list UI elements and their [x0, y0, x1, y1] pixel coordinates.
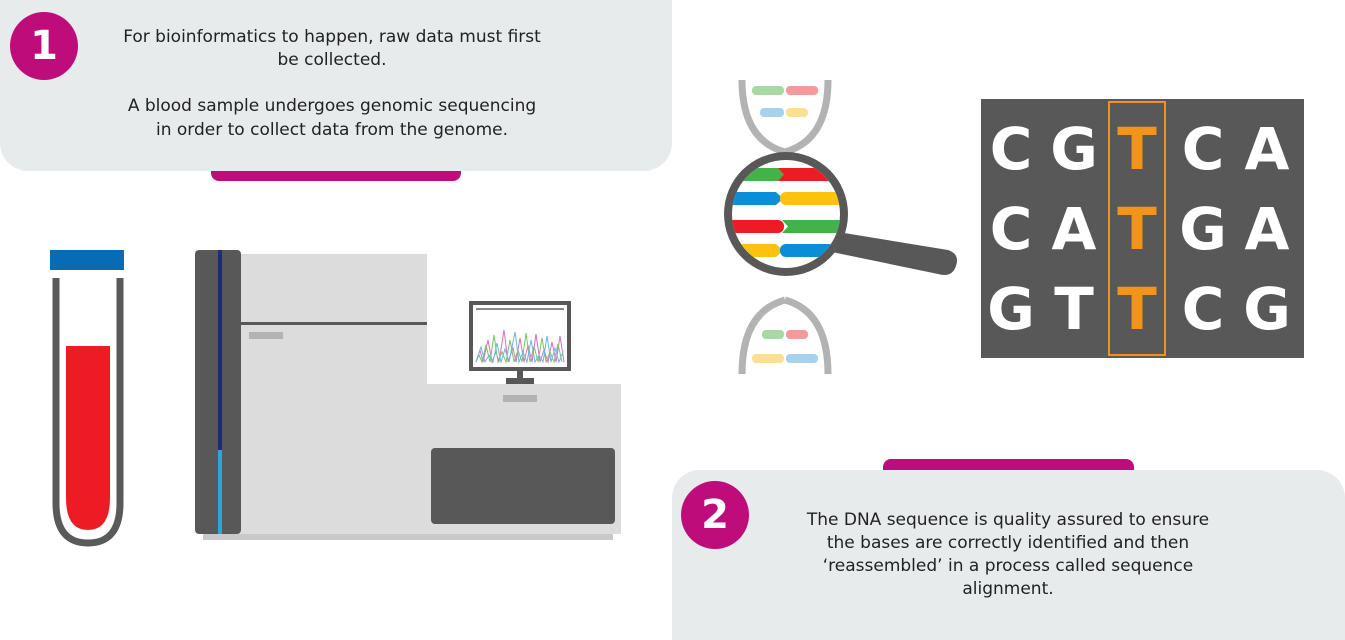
dna-helix-icon — [738, 79, 832, 375]
step2-accent-bar — [883, 459, 1134, 470]
sequence-row-1: C G T C A — [981, 109, 1304, 189]
step1-line2: be collected. — [277, 50, 387, 70]
base-highlighted: T — [1117, 275, 1157, 343]
step1-line3: A blood sample undergoes genomic sequenc… — [127, 96, 537, 116]
base: A — [1051, 195, 1097, 263]
base: C — [1181, 275, 1225, 343]
base-highlighted: T — [1117, 195, 1157, 263]
sequence-row-2: C A T G A — [981, 189, 1304, 269]
base: C — [1181, 115, 1225, 183]
base: C — [989, 195, 1033, 263]
base: G — [1050, 115, 1098, 183]
base: A — [1244, 115, 1290, 183]
base-highlighted: T — [1117, 115, 1157, 183]
step2-line2: the bases are correctly identified and t… — [826, 533, 1190, 553]
step1-panel — [0, 0, 672, 171]
base: G — [987, 275, 1035, 343]
step2-line3: ‘reassembled’ in a process called sequen… — [822, 556, 1194, 576]
step1-number-badge: 1 — [10, 12, 78, 80]
base: C — [989, 115, 1033, 183]
step2-line1: The DNA sequence is quality assured to e… — [806, 510, 1210, 530]
base: A — [1244, 195, 1290, 263]
sequence-row-3: G T T C G — [981, 269, 1304, 349]
step2-number-badge: 2 — [681, 481, 749, 549]
step1-line4: in order to collect data from the genome… — [156, 120, 508, 140]
base: G — [1243, 275, 1291, 343]
step2-panel — [672, 470, 1345, 640]
blood-sample-tube-icon — [50, 250, 124, 547]
sequence-alignment-grid: C G T C A C A T G A G T T C G — [981, 99, 1304, 358]
chromatogram-monitor-icon — [469, 301, 571, 384]
step2-line4: alignment. — [962, 579, 1054, 599]
highlighted-column-box — [1108, 101, 1166, 356]
magnifying-glass-icon — [724, 152, 957, 276]
genomic-sequencer-icon — [195, 250, 621, 540]
base: T — [1054, 275, 1094, 343]
base: G — [1179, 195, 1227, 263]
step1-line1: For bioinformatics to happen, raw data m… — [123, 27, 541, 47]
step1-accent-bar — [211, 171, 461, 181]
